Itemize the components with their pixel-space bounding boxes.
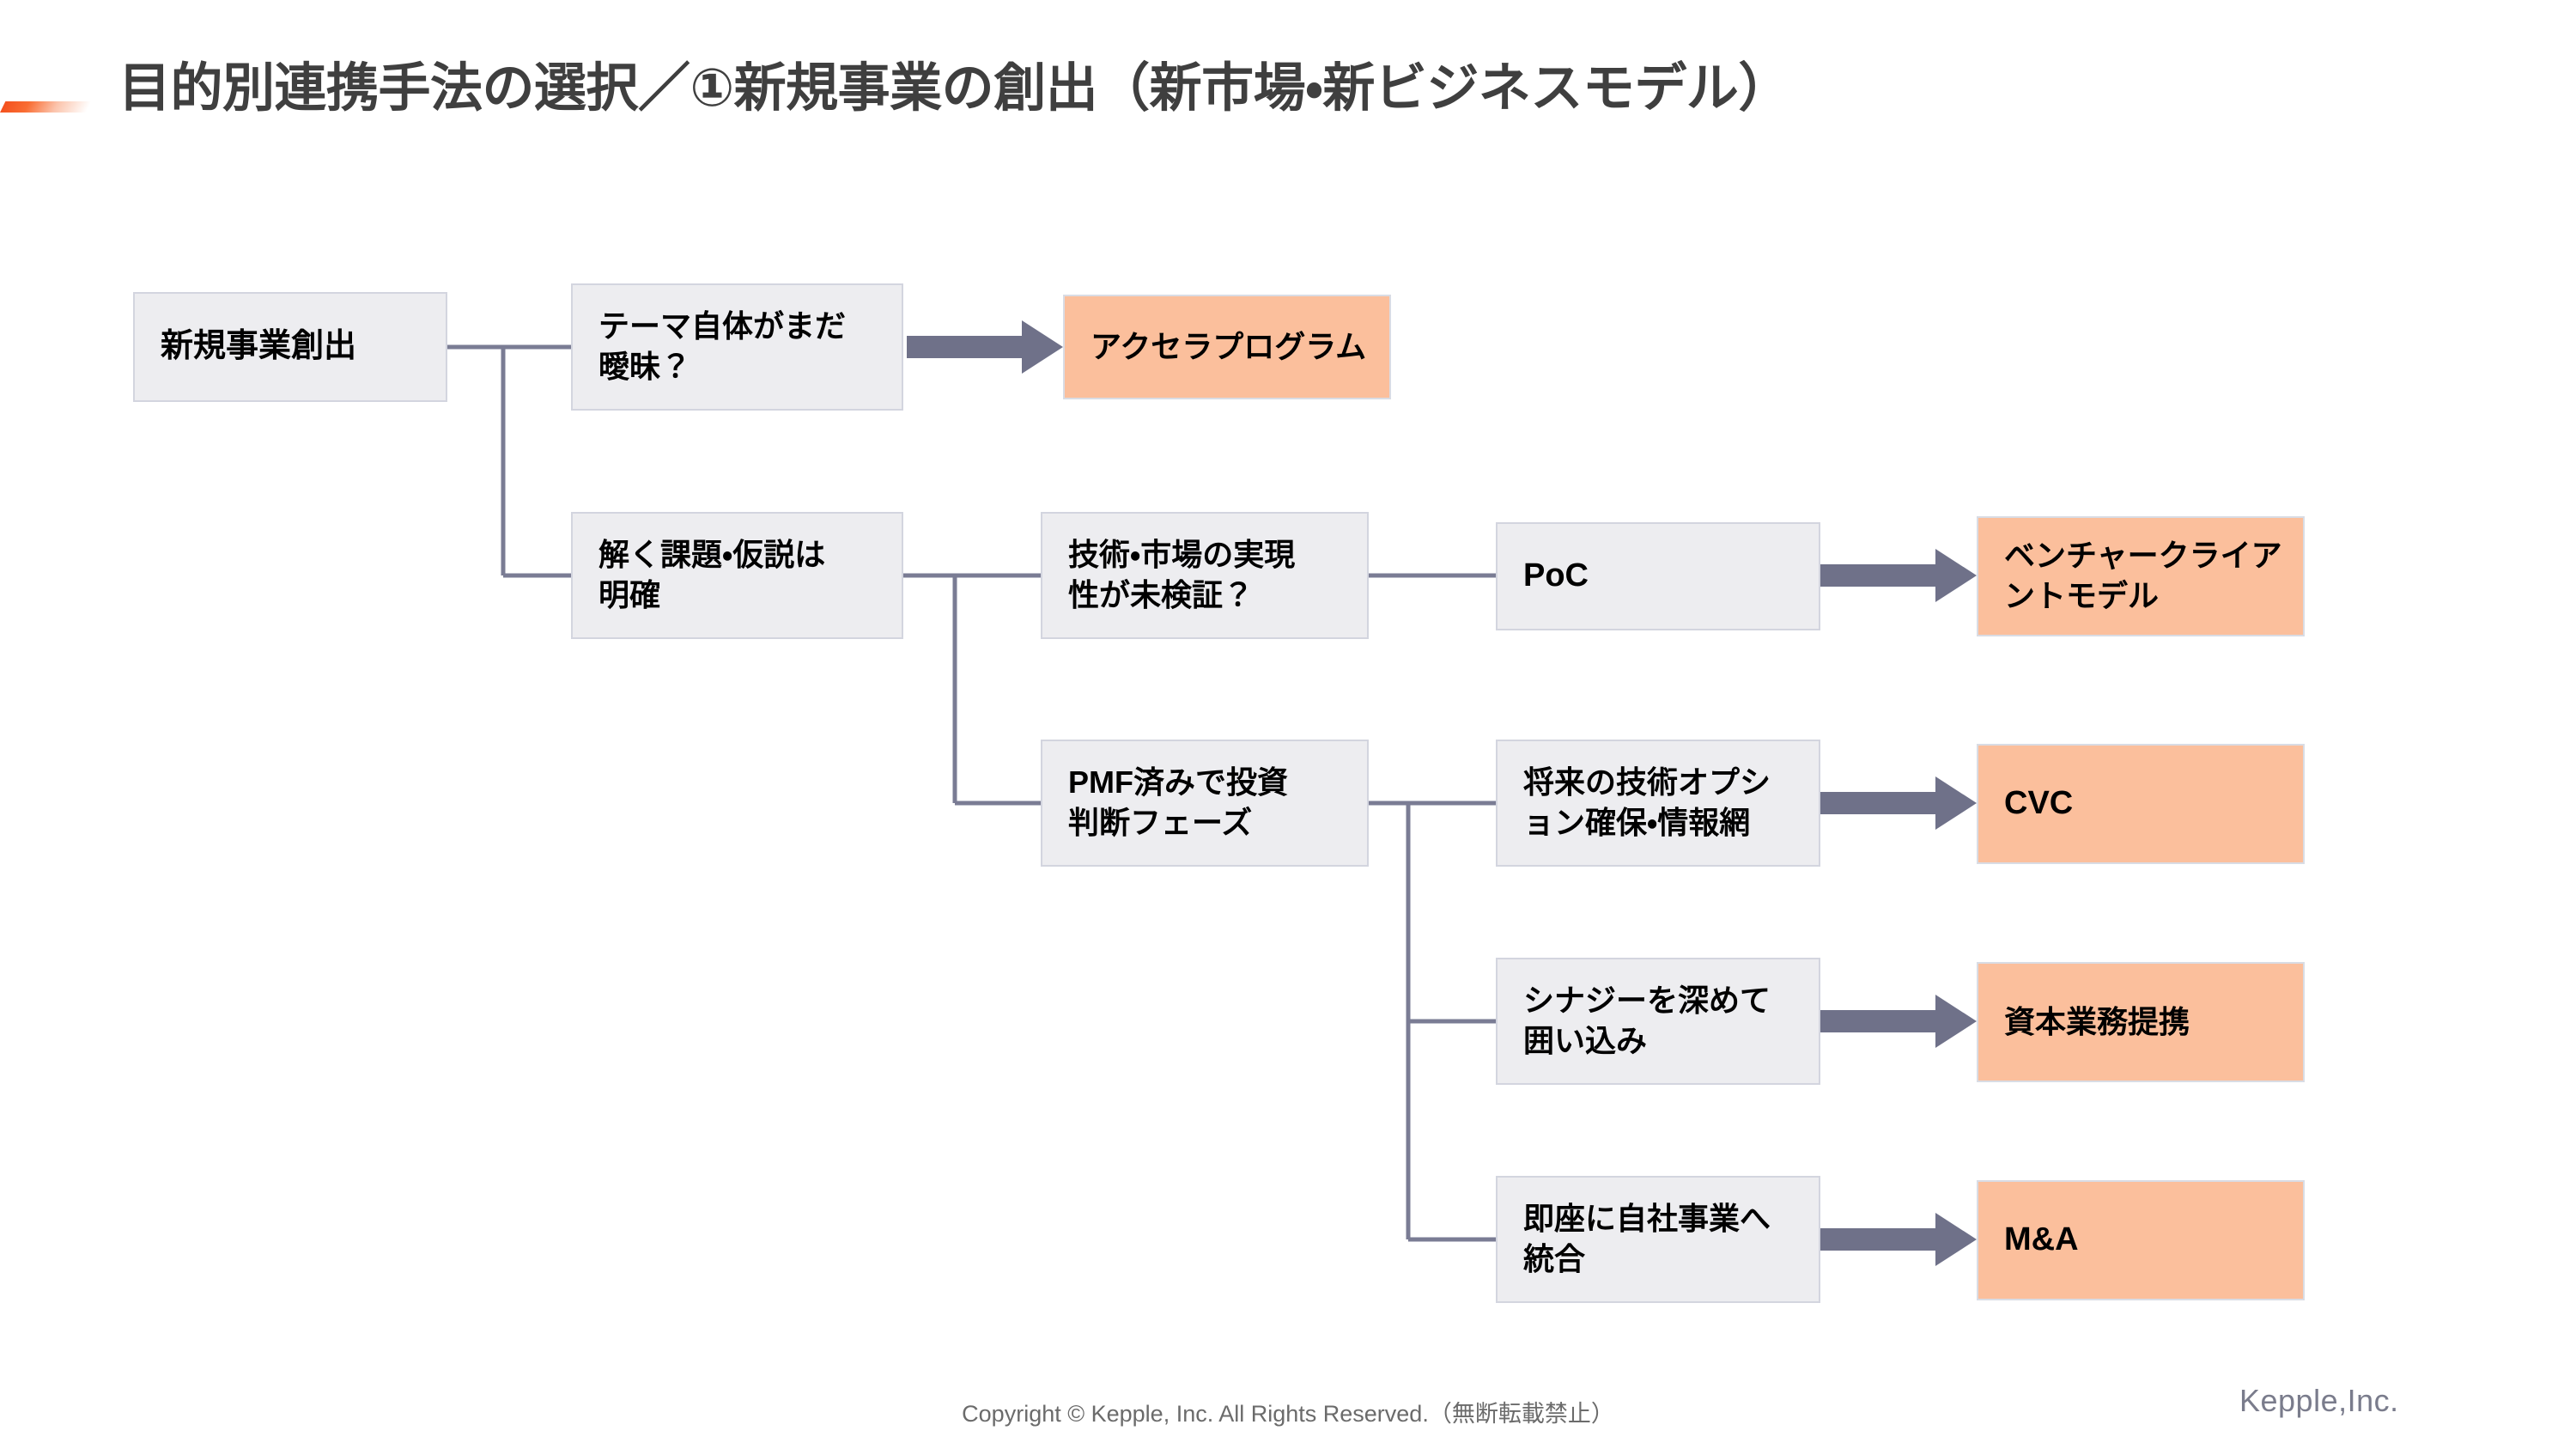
- node-root[interactable]: 新規事業創出: [133, 292, 447, 402]
- arrow-group: [907, 320, 1977, 1266]
- node-step-poc[interactable]: PoC: [1496, 522, 1820, 630]
- node-condition-tech-option-label: 将来の技術オプシ ョン確保・情報網: [1523, 764, 1771, 840]
- arrow-to-capital-alliance: [1820, 995, 1977, 1048]
- node-outcome-mna-label: M&A: [2004, 1221, 2079, 1258]
- node-outcome-cvc-label: CVC: [2004, 785, 2074, 822]
- arrow-to-accelerator: [907, 320, 1063, 374]
- node-outcome-mna[interactable]: M&A: [1977, 1180, 2305, 1300]
- node-outcome-accelerator[interactable]: アクセラプログラム: [1063, 295, 1391, 399]
- node-condition-tech-unvalidated-label: 技術・市場の実現 性が未検証？: [1068, 537, 1296, 612]
- node-condition-pmf-investment[interactable]: PMF済みで投資 判断フェーズ: [1041, 740, 1369, 867]
- node-condition-problem-clear[interactable]: 解く課題・仮説は 明確: [571, 512, 903, 639]
- copyright-text: Copyright © Kepple, Inc. All Rights Rese…: [962, 1401, 1614, 1427]
- node-outcome-accelerator-label: アクセラプログラム: [1091, 328, 1367, 364]
- arrow-to-venture-client: [1820, 549, 1977, 602]
- node-condition-theme-vague-label: テーマ自体がまだ 曖昧？: [598, 308, 847, 384]
- node-condition-synergy-lockin-label: シナジーを深めて 囲い込み: [1523, 983, 1771, 1058]
- node-condition-problem-clear-label: 解く課題・仮説は 明確: [598, 537, 826, 612]
- node-condition-tech-unvalidated[interactable]: 技術・市場の実現 性が未検証？: [1041, 512, 1369, 639]
- brand-logo-text: Kepple,Inc.: [2239, 1383, 2399, 1418]
- node-condition-immediate-integration-label: 即座に自社事業へ 統合: [1523, 1201, 1771, 1276]
- node-outcome-venture-client-label: ベンチャークライア ントモデル: [2004, 538, 2282, 613]
- node-condition-synergy-lockin[interactable]: シナジーを深めて 囲い込み: [1496, 958, 1820, 1085]
- node-outcome-cvc[interactable]: CVC: [1977, 744, 2305, 864]
- node-step-poc-label: PoC: [1523, 557, 1589, 594]
- arrow-to-mna: [1820, 1213, 1977, 1266]
- node-outcome-capital-alliance[interactable]: 資本業務提携: [1977, 962, 2305, 1082]
- page-title: 目的別連携手法の選択／①新規事業の創出（新市場・新ビジネスモデル）: [118, 58, 1790, 117]
- node-condition-tech-option[interactable]: 将来の技術オプシ ョン確保・情報網: [1496, 740, 1820, 867]
- node-outcome-capital-alliance-label: 資本業務提携: [2004, 1003, 2190, 1039]
- node-condition-pmf-investment-label: PMF済みで投資 判断フェーズ: [1068, 764, 1288, 840]
- arrow-to-cvc: [1820, 776, 1977, 830]
- node-condition-theme-vague[interactable]: テーマ自体がまだ 曖昧？: [571, 283, 903, 411]
- node-root-label: 新規事業創出: [161, 328, 357, 365]
- node-condition-immediate-integration[interactable]: 即座に自社事業へ 統合: [1496, 1176, 1820, 1303]
- node-outcome-venture-client[interactable]: ベンチャークライア ントモデル: [1977, 516, 2305, 636]
